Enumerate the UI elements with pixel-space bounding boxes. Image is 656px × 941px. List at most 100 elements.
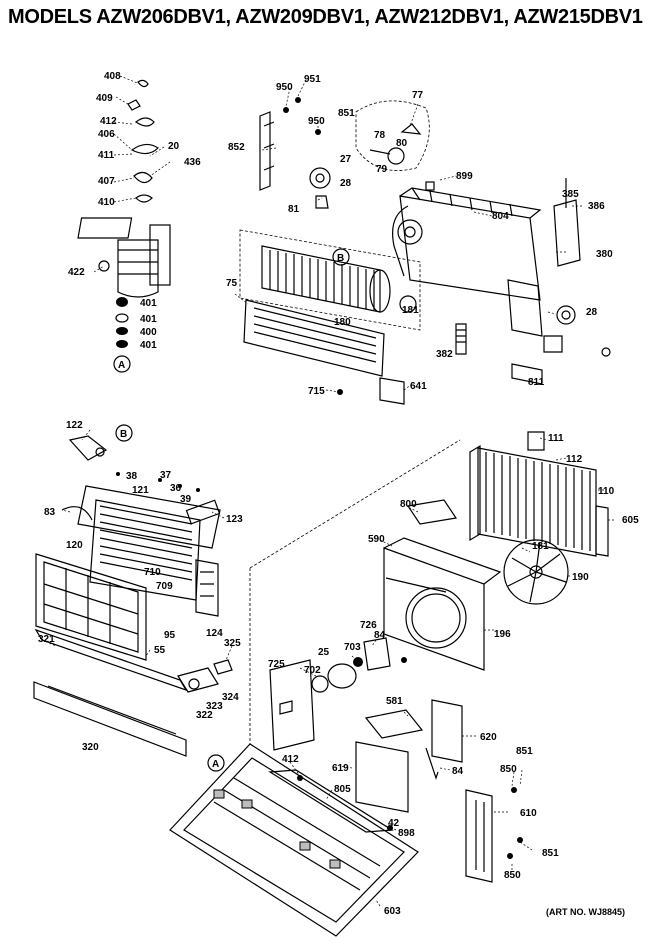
part-label-412b: 412 [282,754,299,765]
part-label-715: 715 [308,386,325,397]
part-label-703: 703 [344,642,361,653]
part-label-320: 320 [82,742,99,753]
part-label-181a: 181 [402,305,419,316]
part-label-95: 95 [164,630,176,641]
part-label-725: 725 [268,659,285,670]
part-label-42: 42 [388,818,400,829]
part-label-406: 406 [98,129,115,140]
part-label-124: 124 [206,628,223,639]
part-label-321: 321 [38,634,55,645]
callout-b-left-label: B [120,429,127,440]
part-label-37: 37 [160,470,172,481]
part-label-898: 898 [398,828,415,839]
part-label-407: 407 [98,176,115,187]
callout-b-top-label: B [337,253,344,264]
part-label-20: 20 [168,141,180,152]
part-label-726: 726 [360,620,377,631]
part-label-196: 196 [494,629,511,640]
part-label-36: 36 [170,483,182,494]
part-label-181b: 181 [532,541,549,552]
part-label-811: 811 [528,377,545,388]
part-label-951a: 951 [304,74,321,85]
part-label-852: 852 [228,142,245,153]
part-label-590: 590 [368,534,385,545]
part-label-709: 709 [156,581,173,592]
part-label-28b: 28 [586,307,598,318]
part-label-39: 39 [180,494,192,505]
art-number: (ART NO. WJ8845) [546,907,625,917]
part-label-408: 408 [104,71,121,82]
part-label-28a: 28 [340,178,352,189]
part-label-78: 78 [374,130,386,141]
part-label-581: 581 [386,696,403,707]
part-label-950b: 950 [308,116,325,127]
part-label-38: 38 [126,471,138,482]
part-label-55: 55 [154,645,166,656]
part-label-380: 380 [596,249,613,260]
callout-circle-a-bottom: A [207,754,225,772]
part-label-81: 81 [288,204,300,215]
part-label-800: 800 [400,499,417,510]
part-label-84b: 84 [452,766,464,777]
part-label-950a: 950 [276,82,293,93]
part-label-899: 899 [456,171,473,182]
part-label-323: 323 [206,701,223,712]
part-label-401b: 401 [140,314,157,325]
part-label-83: 83 [44,507,56,518]
part-label-386: 386 [588,201,605,212]
part-label-80: 80 [396,138,408,149]
part-label-382: 382 [436,349,453,360]
part-label-851a: 851 [338,108,355,119]
part-label-385: 385 [562,189,579,200]
part-label-412: 412 [100,116,117,127]
part-label-851b: 851 [516,746,533,757]
part-label-702: 702 [304,665,321,676]
part-label-111: 111 [548,433,564,444]
part-label-401a: 401 [140,298,157,309]
part-label-325: 325 [224,638,241,649]
callout-circle-b-top: B [332,248,350,266]
part-label-605: 605 [622,515,639,526]
lower-brackets [339,699,533,883]
control-panel [61,429,225,617]
part-label-804: 804 [492,211,509,222]
part-label-850a: 850 [500,764,517,775]
part-labels: 408 409 412 406 411 20 436 407 410 422 4… [38,71,639,917]
fan-motor [269,637,407,751]
callout-circle-b-left: B [115,424,133,442]
part-label-641: 641 [410,381,427,392]
blower-wheel [234,229,421,331]
part-label-122: 122 [66,420,83,431]
part-label-610: 610 [520,808,537,819]
part-label-112: 112 [566,454,583,465]
part-label-79: 79 [376,164,388,175]
front-panel-filter [33,553,233,757]
part-label-603: 603 [384,906,401,917]
part-label-75: 75 [226,278,238,289]
part-label-851c: 851 [542,848,559,859]
upper-fan-assembly [259,79,435,209]
part-label-190: 190 [572,572,589,583]
part-label-120: 120 [66,540,83,551]
part-label-410: 410 [98,197,115,208]
blower-housing [392,175,611,357]
callout-a-top-label: A [118,360,125,371]
part-label-84a: 84 [374,630,386,641]
part-label-322: 322 [196,710,213,721]
part-label-121: 121 [132,485,149,496]
part-label-422: 422 [68,267,85,278]
part-label-409: 409 [96,93,113,104]
fan-shroud [379,499,572,671]
part-label-850b: 850 [504,870,521,881]
part-label-180: 180 [334,317,351,328]
part-label-411: 411 [98,150,115,161]
part-label-25: 25 [318,647,330,658]
condenser-coil [469,431,616,557]
callout-a-bottom-label: A [212,759,219,770]
part-label-110: 110 [598,486,615,497]
part-label-401c: 401 [140,340,157,351]
callout-circle-a-top: A [113,355,131,373]
part-label-619: 619 [332,763,349,774]
part-label-400: 400 [140,327,157,338]
